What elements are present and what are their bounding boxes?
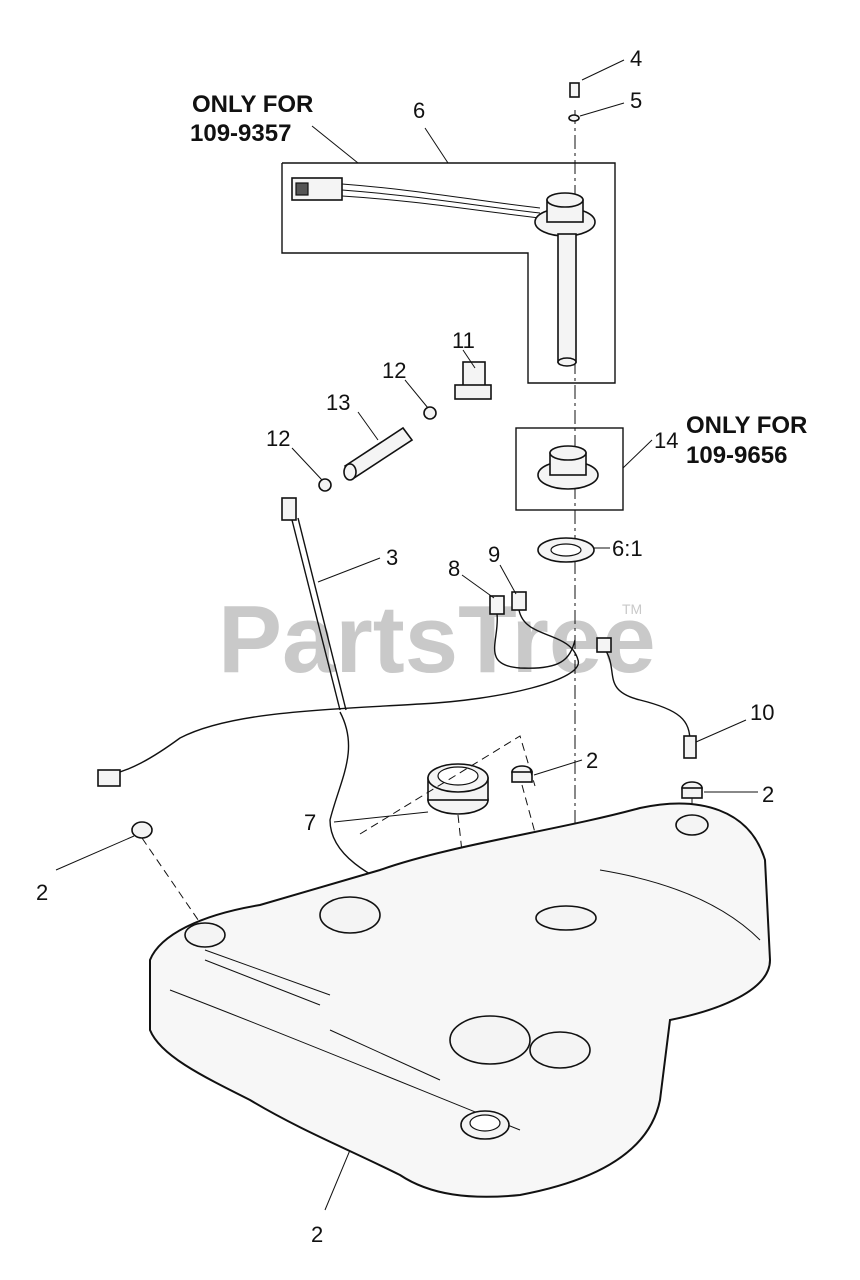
callout-13: 13 (326, 390, 350, 415)
callout-8: 8 (448, 556, 460, 581)
dash-line-1 (359, 735, 536, 835)
leader-11 (462, 349, 476, 369)
callout-11: 11 (452, 328, 475, 353)
dash-line-2 (141, 837, 206, 931)
leader-note-1 (311, 125, 359, 164)
sender-cover-box-frame (515, 427, 624, 511)
grommet-part-mid (511, 765, 533, 783)
leader-9 (499, 564, 517, 595)
callout-2-bottom: 2 (311, 1222, 323, 1247)
leader-12b (291, 447, 323, 481)
hose-clamp-part (423, 406, 437, 420)
leader-2c (533, 759, 583, 776)
callout-9: 9 (488, 542, 500, 567)
callout-2-mid: 2 (586, 748, 598, 773)
sender-box-frame (281, 162, 616, 384)
note-1-line1: ONLY FOR (192, 91, 313, 118)
fuel-tank-part (149, 802, 772, 1198)
callout-7: 7 (304, 810, 316, 835)
leader-10 (695, 719, 747, 743)
note-2-line2: 109-9656 (686, 442, 787, 469)
callout-10: 10 (750, 700, 774, 725)
watermark-trademark: TM (622, 601, 642, 617)
grommet-part-right (681, 781, 703, 799)
fuel-cap-part (427, 763, 489, 815)
vent-tube-part (281, 497, 347, 711)
leader-7 (333, 811, 429, 823)
grommet-part-left (131, 821, 153, 839)
leader-4 (581, 59, 625, 81)
sender-cover-part (537, 445, 599, 490)
leader-13 (357, 411, 379, 441)
leader-6 (424, 127, 449, 164)
callout-6: 6 (413, 98, 425, 123)
callout-2-left: 2 (36, 880, 48, 905)
leader-14 (622, 439, 653, 469)
callout-4: 4 (630, 46, 642, 71)
gasket-part (537, 537, 595, 563)
callout-14: 14 (654, 428, 678, 453)
leader-2a (55, 835, 135, 871)
fuel-line-part (97, 591, 691, 901)
callout-12-upper: 12 (382, 358, 406, 383)
leader-5 (579, 102, 625, 117)
callout-3: 3 (386, 545, 398, 570)
leader-3 (317, 557, 381, 583)
fitting-part (683, 735, 697, 759)
leader-8 (461, 574, 495, 599)
callout-6-1: 6:1 (612, 536, 643, 561)
leader-12a (404, 379, 429, 409)
callout-2-right: 2 (762, 782, 774, 807)
watermark-brand: PartsTree (218, 586, 656, 693)
fuel-sender-part (291, 177, 596, 367)
washer-part (568, 114, 580, 122)
fuel-hose-part (343, 426, 414, 481)
callout-5: 5 (630, 88, 642, 113)
bolt-part (569, 82, 580, 98)
hose-clamp-part-lower (318, 478, 332, 492)
note-2-line1: ONLY FOR (686, 412, 807, 439)
valve-part (454, 361, 492, 400)
note-1-line2: 109-9357 (190, 120, 291, 147)
callout-12-lower: 12 (266, 426, 290, 451)
